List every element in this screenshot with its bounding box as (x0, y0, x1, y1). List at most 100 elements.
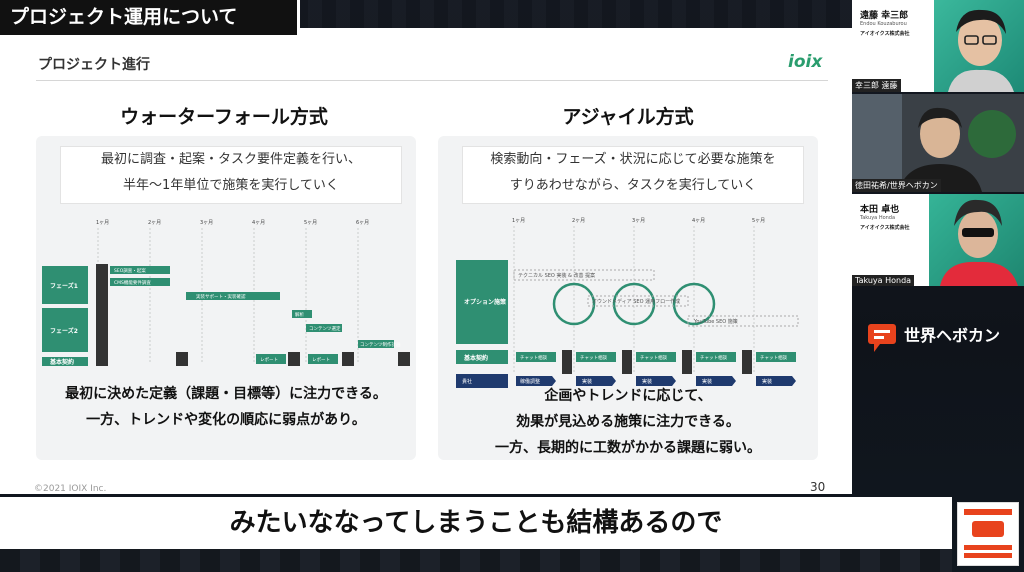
task-bar (308, 354, 338, 364)
agile-desc-line: 検索動向・フェーズ・状況に応じて必要な施策を (490, 152, 776, 167)
waterfall-title: ウォーターフォール方式 (120, 106, 328, 128)
impl-arrow (636, 376, 676, 386)
cycle-icon (672, 282, 716, 326)
svg-text:レポート: レポート (312, 356, 330, 363)
subtitle-caption: みたいななってしまうことも結構あるので (229, 508, 723, 538)
slide-page-number: 30 (810, 480, 826, 494)
svg-text:稼働調整: 稼働調整 (520, 378, 540, 385)
row-client (456, 374, 508, 388)
month-label: 5ヶ月 (304, 220, 317, 226)
svg-text:ioix: ioix (788, 52, 823, 72)
impl-arrow (756, 376, 796, 386)
chat-bar (636, 352, 676, 362)
svg-text:SEO調査・起案: SEO調査・起案 (114, 267, 146, 274)
person-video-icon (940, 199, 1018, 286)
summary-line: 一方、トレンドや変化の順応に弱点があり。 (86, 412, 366, 428)
impl-arrow (576, 376, 616, 386)
svg-text:チャット相談: チャット相談 (760, 354, 787, 361)
mtg-bar (342, 352, 354, 366)
mtg-bar (176, 352, 188, 366)
subtitle-bar (0, 497, 952, 549)
month-label: 2ヶ月 (148, 220, 161, 226)
participant-tile-honda: 本田 卓也 Takuya Honda アイオイクス株式会社 Takuya Hon… (852, 194, 1024, 286)
summary-line: 企画やトレンドに応じて、 (544, 388, 712, 404)
task-bar (292, 310, 312, 318)
month-label: 1ヶ月 (512, 218, 525, 224)
segment-title: プロジェクト運用について (0, 0, 300, 38)
sekai-hebokan-logo-icon (868, 324, 896, 352)
task-bar (110, 278, 170, 286)
agile-summary: 企画やトレンドに応じて、 効果が見込める施策に注力できる。 一方、長期的に工数が… (438, 383, 818, 461)
waterfall-summary: 最初に決めた定義（課題・目標等）に注力できる。 一方、トレンドや変化の順応に弱点… (36, 381, 416, 433)
person-video-icon (852, 94, 1024, 192)
cycle-icon (612, 282, 656, 326)
task-bar (306, 324, 342, 332)
month-label: 6ヶ月 (356, 220, 369, 226)
svg-text:実装: 実装 (702, 378, 712, 385)
kickoff-bar (96, 264, 108, 366)
mtg-bar (742, 350, 752, 374)
participant-name: 本田 卓也 (860, 205, 900, 215)
participant-romaji: Takuya Honda (860, 215, 896, 221)
row-option (456, 260, 508, 344)
impl-arrow (696, 376, 736, 386)
agile-desc-line: すりあわせながら、タスクを実行していく (509, 178, 757, 193)
brand-name: 世界ヘボカン (904, 326, 1001, 345)
svg-text:貴社: 貴社 (462, 378, 472, 385)
promo-badge-icon (957, 502, 1019, 566)
svg-text:フェーズ2: フェーズ2 (50, 327, 78, 335)
month-label: 3ヶ月 (632, 218, 645, 224)
svg-text:コンテンツ制作計画: コンテンツ制作計画 (360, 341, 401, 348)
svg-text:解析: 解析 (295, 311, 304, 318)
participant-tile-endou: 遠藤 幸三郎 Endou Kouzaburou アイオイクス株式会社 幸三郎 遠… (852, 0, 1024, 92)
waterfall-desc-line: 半年〜1年単位で施策を実行していく (123, 178, 339, 193)
svg-text:実装サポート・実装確認: 実装サポート・実装確認 (196, 293, 246, 300)
mtg-bar (622, 350, 632, 374)
svg-text:チャット相談: チャット相談 (640, 354, 667, 361)
participant-company: アイオイクス株式会社 (860, 31, 910, 37)
promo-graphic-icon (964, 509, 1012, 558)
mtg-bar (288, 352, 300, 366)
agile-description: 検索動向・フェーズ・状況に応じて必要な施策を すりあわせながら、タスクを実行して… (462, 146, 804, 204)
flow-box (513, 269, 655, 281)
task-bar (110, 266, 170, 274)
svg-text:YouTube SEO 施策: YouTube SEO 施策 (693, 318, 738, 325)
svg-text:オプション施策: オプション施策 (464, 298, 506, 306)
participant-tile-tokuda: 徳田祐希/世界ヘボカン (852, 94, 1024, 192)
task-bar (358, 340, 394, 348)
waterfall-desc-line: 最初に調査・起案・タスク要件定義を行い、 (100, 152, 361, 167)
svg-text:コンテンツ選定: コンテンツ選定 (309, 325, 341, 332)
mtg-bar (682, 350, 692, 374)
month-label: 5ヶ月 (752, 218, 765, 224)
waterfall-diagram: 1ヶ月 2ヶ月 3ヶ月 4ヶ月 5ヶ月 6ヶ月 フェーズ1 フェーズ2 基本契約… (42, 220, 410, 366)
chat-bar (516, 352, 556, 362)
row-contract (42, 357, 88, 366)
agile-diagram: 1ヶ月 2ヶ月 3ヶ月 4ヶ月 5ヶ月 オプション施策 基本契約 テクニカル S… (456, 218, 799, 374)
month-label: 1ヶ月 (96, 220, 109, 226)
svg-text:チャット相談: チャット相談 (580, 354, 607, 361)
svg-text:CMS機能要件調査: CMS機能要件調査 (114, 279, 151, 286)
row-phase2 (42, 308, 88, 352)
month-label: 2ヶ月 (572, 218, 585, 224)
slide-divider (36, 80, 828, 81)
summary-line: 一方、長期的に工数がかかる課題に弱い。 (495, 440, 761, 456)
svg-text:基本契約: 基本契約 (463, 354, 488, 362)
participant-company: アイオイクス株式会社 (860, 225, 910, 231)
svg-text:テクニカル SEO 実装 & 改善 提案: テクニカル SEO 実装 & 改善 提案 (518, 272, 595, 279)
month-label: 4ヶ月 (692, 218, 705, 224)
svg-text:実装: 実装 (642, 378, 652, 385)
svg-text:オウンドメディア SEO 運用フロー作成: オウンドメディア SEO 運用フロー作成 (592, 298, 680, 305)
chat-bar (576, 352, 616, 362)
svg-text:基本契約: 基本契約 (49, 358, 74, 366)
person-video-icon (948, 9, 1014, 92)
agile-title: アジャイル方式 (562, 106, 694, 128)
svg-text:チャット相談: チャット相談 (520, 354, 547, 361)
task-bar (256, 354, 286, 364)
svg-text:フェーズ1: フェーズ1 (50, 282, 78, 290)
slide-heading: プロジェクト進行 (38, 57, 150, 73)
cycle-icon (552, 282, 596, 326)
impl-arrow (516, 376, 556, 386)
slide-footer: ©2021 IOIX Inc. (34, 484, 107, 494)
svg-text:レポート: レポート (260, 356, 278, 363)
flow-box (587, 295, 689, 307)
